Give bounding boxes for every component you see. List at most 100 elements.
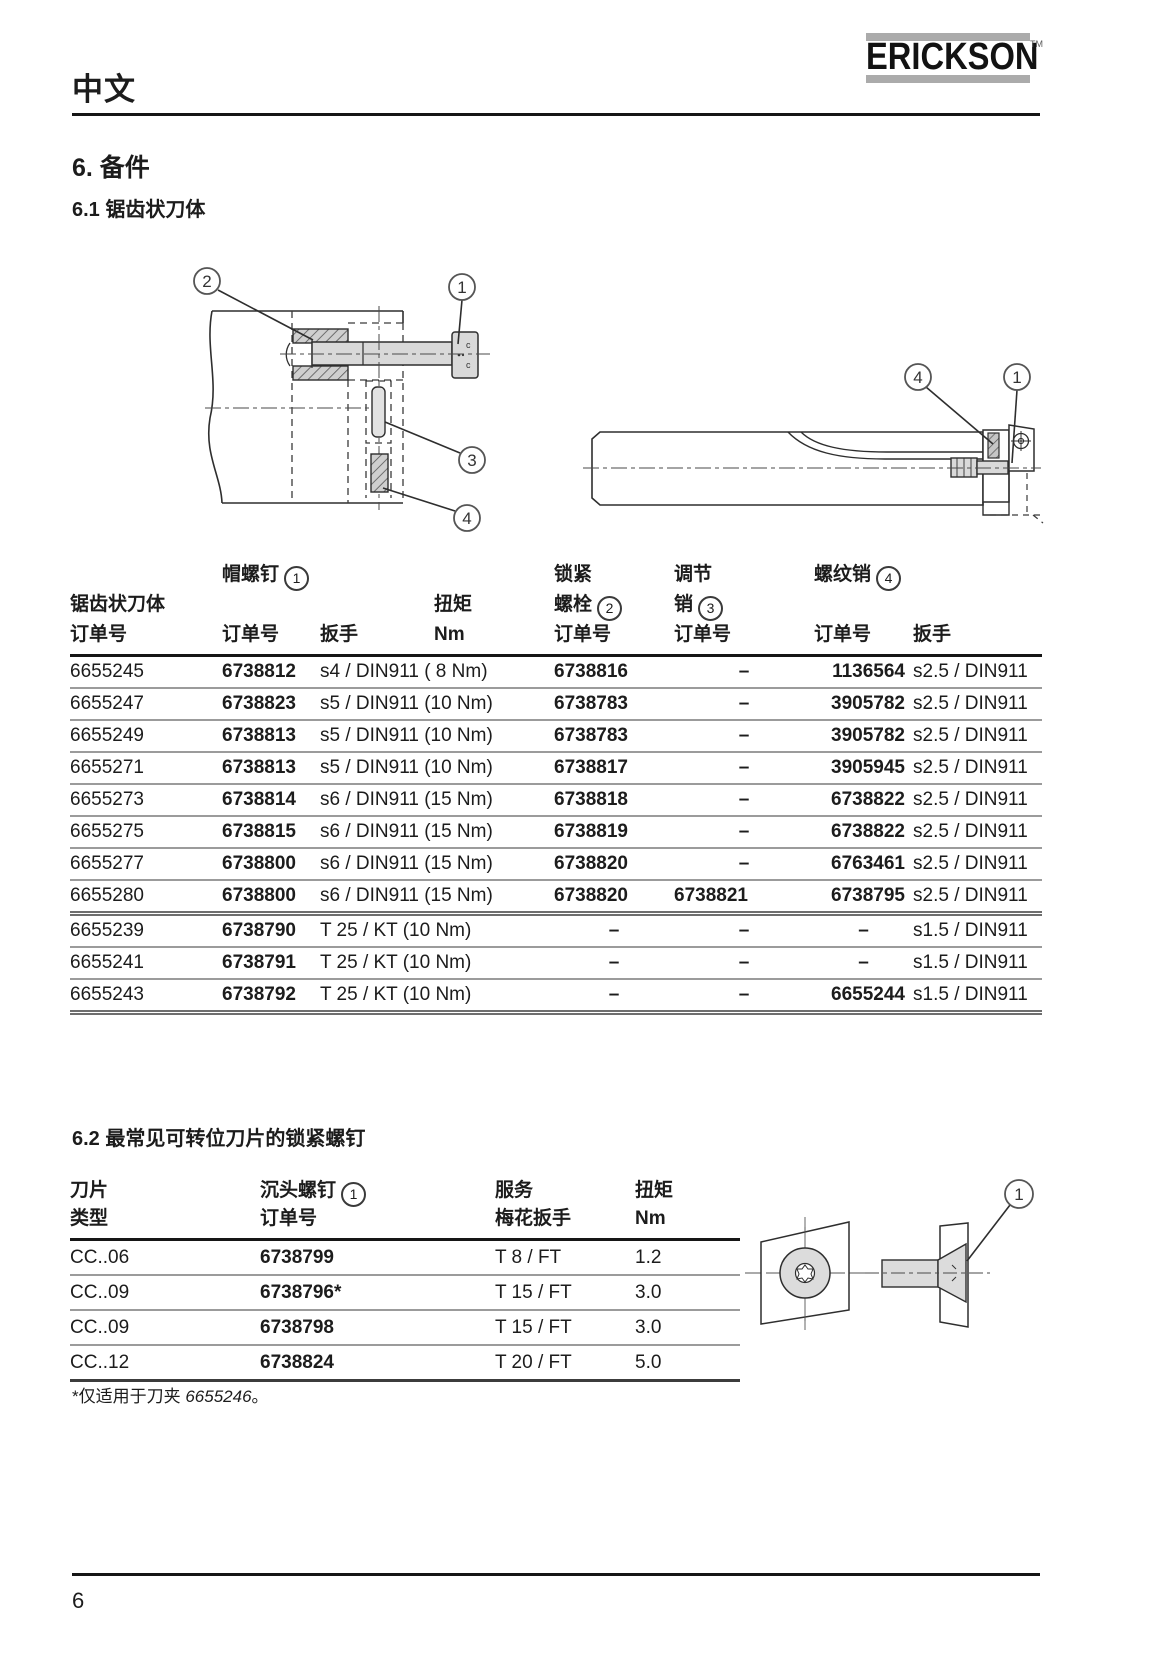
order-no-header: 订单号 bbox=[222, 624, 280, 645]
cell-cap: 6738792 bbox=[222, 984, 296, 1005]
adjusting-pin bbox=[371, 386, 386, 438]
circled-1: 1 bbox=[341, 1182, 367, 1207]
cell-blade: 6655271 bbox=[70, 757, 144, 778]
cell-pin: 6738795 bbox=[831, 885, 905, 906]
cell-pin: – bbox=[858, 952, 869, 973]
cell-lock: – bbox=[608, 984, 620, 1005]
cell-blade: 6655249 bbox=[70, 725, 144, 746]
order-no-header: 订单号 bbox=[674, 624, 732, 645]
logo-trademark: TM bbox=[1030, 39, 1043, 49]
cell-drive: T 15 / FT bbox=[495, 1282, 572, 1303]
cell-adj: – bbox=[738, 821, 750, 842]
cap-screw-side bbox=[950, 457, 1009, 478]
countersunk-screw-label: 沉头螺钉 bbox=[260, 1180, 337, 1201]
svg-text:1: 1 bbox=[457, 278, 466, 297]
cell-cap: 6738800 bbox=[222, 853, 296, 874]
cell-blade: 6655277 bbox=[70, 853, 144, 874]
insert-col-line2: 类型 bbox=[70, 1208, 109, 1229]
cell-cap: 6738791 bbox=[222, 952, 296, 973]
cell-torque: 5.0 bbox=[635, 1352, 662, 1373]
cell-type: CC..12 bbox=[70, 1352, 130, 1373]
cell-lock: – bbox=[608, 920, 620, 941]
cell-cap: 6738790 bbox=[222, 920, 296, 941]
svg-text:3: 3 bbox=[467, 451, 476, 470]
footnote-holder-ref: 6655246 bbox=[185, 1387, 252, 1406]
torque-label: 扭矩 bbox=[635, 1180, 674, 1201]
cell-screw: 6738824 bbox=[260, 1352, 334, 1373]
footnote: *仅适用于刀夹 6655246。 bbox=[72, 1387, 269, 1406]
order-no-header: 订单号 bbox=[554, 624, 612, 645]
circled-3: 3 bbox=[698, 596, 724, 621]
svg-text:1: 1 bbox=[1012, 368, 1021, 387]
hatched-section-upper bbox=[292, 328, 349, 344]
cell-adj: – bbox=[738, 853, 750, 874]
cell-cap: 6738813 bbox=[222, 757, 296, 778]
cell-pin_wrench: s2.5 / DIN911 bbox=[913, 725, 1028, 746]
cell-blade: 6655245 bbox=[70, 661, 144, 682]
callout-1: 1 bbox=[1003, 363, 1031, 391]
cell-wrench: T 25 / KT (10 Nm) bbox=[320, 984, 472, 1005]
cell-lock: – bbox=[608, 952, 620, 973]
cell-torque: 1.2 bbox=[635, 1247, 662, 1268]
header-rule bbox=[72, 113, 1040, 116]
svg-text:4: 4 bbox=[462, 509, 471, 528]
cell-torque: 3.0 bbox=[635, 1282, 662, 1303]
cell-screw: 6738799 bbox=[260, 1247, 334, 1268]
brand-logo: ERICKSON TM bbox=[866, 33, 1043, 83]
wrench-header: 扳手 bbox=[320, 624, 359, 645]
threaded-pin-side bbox=[987, 432, 1000, 459]
cell-adj: 6738821 bbox=[674, 885, 748, 906]
cell-screw: 6738796* bbox=[260, 1282, 342, 1303]
cell-lock: 6738819 bbox=[554, 821, 628, 842]
svg-text:4: 4 bbox=[913, 368, 922, 387]
cell-adj: – bbox=[738, 693, 750, 714]
adj-group-line2: 销 bbox=[674, 594, 694, 615]
cell-wrench: T 25 / KT (10 Nm) bbox=[320, 920, 472, 941]
cell-blade: 6655247 bbox=[70, 693, 144, 714]
cell-adj: – bbox=[738, 725, 750, 746]
cell-pin: 6655244 bbox=[831, 984, 905, 1005]
cell-wrench: s4 / DIN911 ( 8 Nm) bbox=[320, 661, 488, 682]
svg-text:c: c bbox=[466, 340, 471, 350]
logo-top-bar bbox=[866, 33, 1030, 41]
lock-group-line1: 锁紧 bbox=[554, 564, 593, 585]
cell-lock: 6738783 bbox=[554, 725, 628, 746]
cell-lock: 6738817 bbox=[554, 757, 628, 778]
cell-lock: 6738816 bbox=[554, 661, 628, 682]
cell-drive: T 15 / FT bbox=[495, 1317, 572, 1338]
cell-cap: 6738815 bbox=[222, 821, 296, 842]
cell-type: CC..09 bbox=[70, 1317, 130, 1338]
cell-pin: 6738822 bbox=[831, 789, 905, 810]
diagram-bar-side-view: 4 1 bbox=[583, 363, 1044, 524]
cell-wrench: s5 / DIN911 (10 Nm) bbox=[320, 725, 493, 746]
diagram-insert-screw: 1 bbox=[745, 1179, 1034, 1330]
insert-col-line1: 刀片 bbox=[70, 1180, 109, 1201]
circled-2: 2 bbox=[597, 596, 623, 621]
cell-lock: 6738820 bbox=[554, 885, 628, 906]
logo-bottom-bar bbox=[866, 75, 1030, 83]
cell-pin_wrench: s1.5 / DIN911 bbox=[913, 984, 1028, 1005]
cell-lock: 6738820 bbox=[554, 853, 628, 874]
cell-torque: 3.0 bbox=[635, 1317, 662, 1338]
cell-adj: – bbox=[738, 920, 750, 941]
cell-cap: 6738814 bbox=[222, 789, 296, 810]
cell-blade: 6655241 bbox=[70, 952, 144, 973]
diagram-blade-cross-section: c c 2 1 bbox=[193, 267, 490, 532]
footer-rule bbox=[72, 1573, 1040, 1576]
page-number: 6 bbox=[72, 1588, 85, 1613]
